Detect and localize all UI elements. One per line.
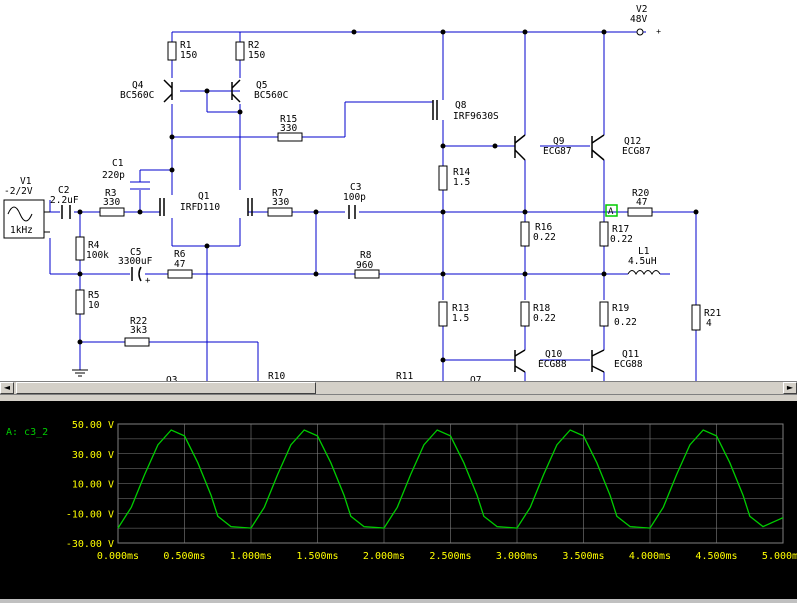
x-tick-label: 3.000ms bbox=[496, 551, 538, 562]
scrollbar-thumb[interactable] bbox=[16, 382, 316, 394]
r20-resistor bbox=[628, 208, 652, 216]
r19-resistor bbox=[600, 302, 608, 326]
svg-text:R19: R19 bbox=[612, 303, 629, 314]
svg-text:ECG87: ECG87 bbox=[543, 146, 572, 157]
svg-text:+: + bbox=[145, 276, 151, 286]
x-tick-label: 4.500ms bbox=[695, 551, 737, 562]
component-labels: R1 150 R2 150 Q4 BC560C Q5 BC560C R15 33… bbox=[4, 4, 721, 381]
svg-text:1.5: 1.5 bbox=[452, 313, 469, 324]
r2-resistor bbox=[236, 42, 244, 60]
svg-text:47: 47 bbox=[174, 259, 185, 270]
svg-text:10: 10 bbox=[88, 300, 100, 311]
y-tick-label: -10.00 V bbox=[66, 509, 114, 520]
svg-text:1.5: 1.5 bbox=[453, 177, 470, 188]
x-tick-label: 4.000ms bbox=[629, 551, 671, 562]
x-tick-label: 2.000ms bbox=[363, 551, 405, 562]
r22-resistor bbox=[125, 338, 149, 346]
trace-label: A: c3_2 bbox=[6, 427, 48, 438]
y-axis-ticks: 50.00 V 30.00 V 10.00 V -10.00 V -30.00 V bbox=[66, 420, 114, 550]
r16-resistor bbox=[521, 222, 529, 246]
x-tick-label: 2.500ms bbox=[429, 551, 471, 562]
x-tick-label: 0.000ms bbox=[97, 551, 139, 562]
svg-text:Q8: Q8 bbox=[455, 100, 467, 111]
r17-resistor bbox=[600, 222, 608, 246]
svg-text:+: + bbox=[654, 29, 663, 34]
svg-text:-2/2V: -2/2V bbox=[4, 186, 33, 197]
svg-text:100p: 100p bbox=[343, 192, 366, 203]
svg-text:330: 330 bbox=[280, 123, 297, 134]
x-tick-label: 1.500ms bbox=[296, 551, 338, 562]
svg-text:ECG88: ECG88 bbox=[614, 359, 643, 370]
y-tick-label: 50.00 V bbox=[72, 420, 114, 431]
y-tick-label: 10.00 V bbox=[72, 480, 114, 491]
svg-text:4.5uH: 4.5uH bbox=[628, 256, 657, 267]
ground-icon bbox=[72, 370, 88, 376]
x-tick-label: 1.000ms bbox=[230, 551, 272, 562]
svg-text:Q1: Q1 bbox=[198, 191, 210, 202]
svg-text:330: 330 bbox=[103, 197, 120, 208]
r14-resistor bbox=[439, 166, 447, 190]
svg-text:330: 330 bbox=[272, 197, 289, 208]
y-tick-label: 30.00 V bbox=[72, 450, 114, 461]
svg-text:ECG88: ECG88 bbox=[538, 359, 567, 370]
x-tick-label: 5.000ms bbox=[762, 551, 797, 562]
svg-text:1kHz: 1kHz bbox=[10, 225, 33, 236]
svg-text:150: 150 bbox=[180, 50, 197, 61]
horizontal-scrollbar[interactable]: ◄ ► bbox=[0, 381, 797, 395]
r4-resistor bbox=[76, 237, 84, 260]
svg-text:BC560C: BC560C bbox=[254, 90, 288, 101]
x-axis-ticks: 0.000ms 0.500ms 1.000ms 1.500ms 2.000ms 2.500… bbox=[97, 551, 797, 562]
probe-label: A bbox=[608, 207, 614, 217]
r3-resistor bbox=[100, 208, 124, 216]
svg-text:3300uF: 3300uF bbox=[118, 256, 153, 267]
svg-text:48V: 48V bbox=[630, 14, 647, 25]
svg-text:220p: 220p bbox=[102, 170, 125, 181]
svg-text:IRF9630S: IRF9630S bbox=[453, 111, 499, 122]
r13-resistor bbox=[439, 302, 447, 326]
svg-text:R10: R10 bbox=[268, 371, 285, 381]
chart-grid bbox=[118, 424, 783, 543]
svg-text:R11: R11 bbox=[396, 371, 413, 381]
svg-text:0.22: 0.22 bbox=[533, 232, 556, 243]
l1-inductor bbox=[628, 271, 660, 275]
r21-resistor bbox=[692, 305, 700, 330]
svg-text:4: 4 bbox=[706, 318, 712, 329]
svg-text:100k: 100k bbox=[86, 250, 109, 261]
scroll-right-button[interactable]: ► bbox=[783, 382, 797, 394]
svg-text:0.22: 0.22 bbox=[610, 234, 633, 245]
svg-text:3k3: 3k3 bbox=[130, 325, 147, 336]
svg-text:C1: C1 bbox=[112, 158, 124, 169]
r15-resistor bbox=[278, 133, 302, 141]
scroll-left-button[interactable]: ◄ bbox=[0, 382, 14, 394]
x-tick-label: 3.500ms bbox=[562, 551, 604, 562]
r1-resistor bbox=[168, 42, 176, 60]
r8-resistor bbox=[355, 270, 379, 278]
y-tick-label: -30.00 V bbox=[66, 539, 114, 550]
svg-text:150: 150 bbox=[248, 50, 265, 61]
svg-text:BC560C: BC560C bbox=[120, 90, 154, 101]
x-tick-label: 0.500ms bbox=[163, 551, 205, 562]
r6-resistor bbox=[168, 270, 192, 278]
svg-text:2.2uF: 2.2uF bbox=[50, 195, 79, 206]
schematic-canvas[interactable]: + bbox=[0, 0, 797, 381]
svg-text:0.22: 0.22 bbox=[533, 313, 556, 324]
r5-resistor bbox=[76, 290, 84, 314]
svg-text:IRFD110: IRFD110 bbox=[180, 202, 220, 213]
r18-resistor bbox=[521, 302, 529, 326]
svg-text:ECG87: ECG87 bbox=[622, 146, 651, 157]
waveform-chart: A: c3_2 50.00 V 30.00 V 10.00 V -10.00 V -30… bbox=[0, 401, 797, 599]
r7-resistor bbox=[268, 208, 292, 216]
oscilloscope-panel: A: c3_2 50.00 V 30.00 V 10.00 V -10.00 V -30… bbox=[0, 401, 797, 599]
svg-text:47: 47 bbox=[636, 197, 647, 208]
svg-text:960: 960 bbox=[356, 260, 373, 271]
resistors bbox=[76, 42, 700, 346]
svg-text:0.22: 0.22 bbox=[614, 317, 637, 328]
